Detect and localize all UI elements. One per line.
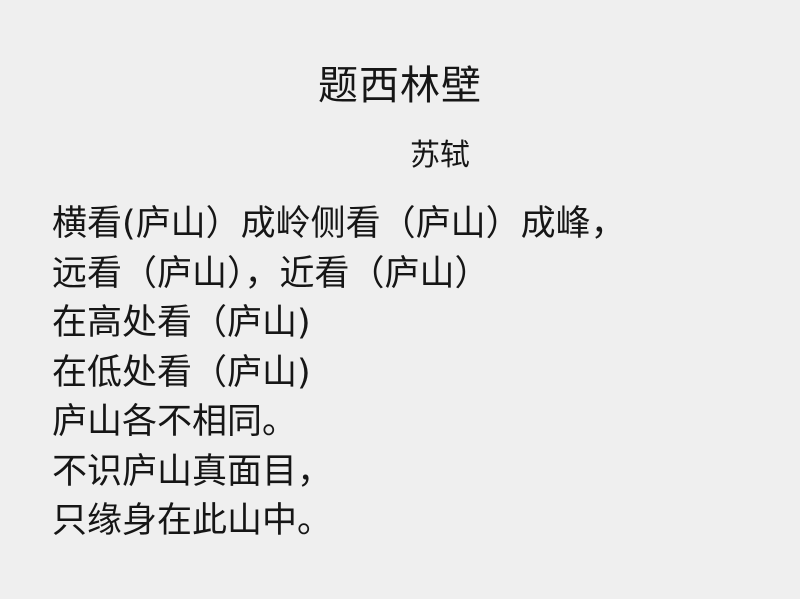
poem-author: 苏轼: [410, 138, 470, 173]
poem-line: 横看(庐山）成岭侧看（庐山）成峰，: [52, 204, 626, 244]
poem-line: 只缘身在此山中。: [52, 501, 333, 541]
poem-line: 庐山各不相同。: [52, 402, 298, 442]
poem-line: 不识庐山真面目，: [52, 451, 333, 492]
poem-line: 在低处看（庐山): [52, 352, 311, 393]
poem-line: 远看（庐山），近看（庐山）: [52, 253, 490, 294]
poem-body: 横看(庐山）成岭侧看（庐山）成峰， 远看（庐山），近看（庐山） 在高处看（庐山)…: [52, 200, 792, 547]
poem-title: 题西林壁: [318, 63, 482, 109]
poem-line: 在高处看（庐山): [52, 303, 311, 343]
